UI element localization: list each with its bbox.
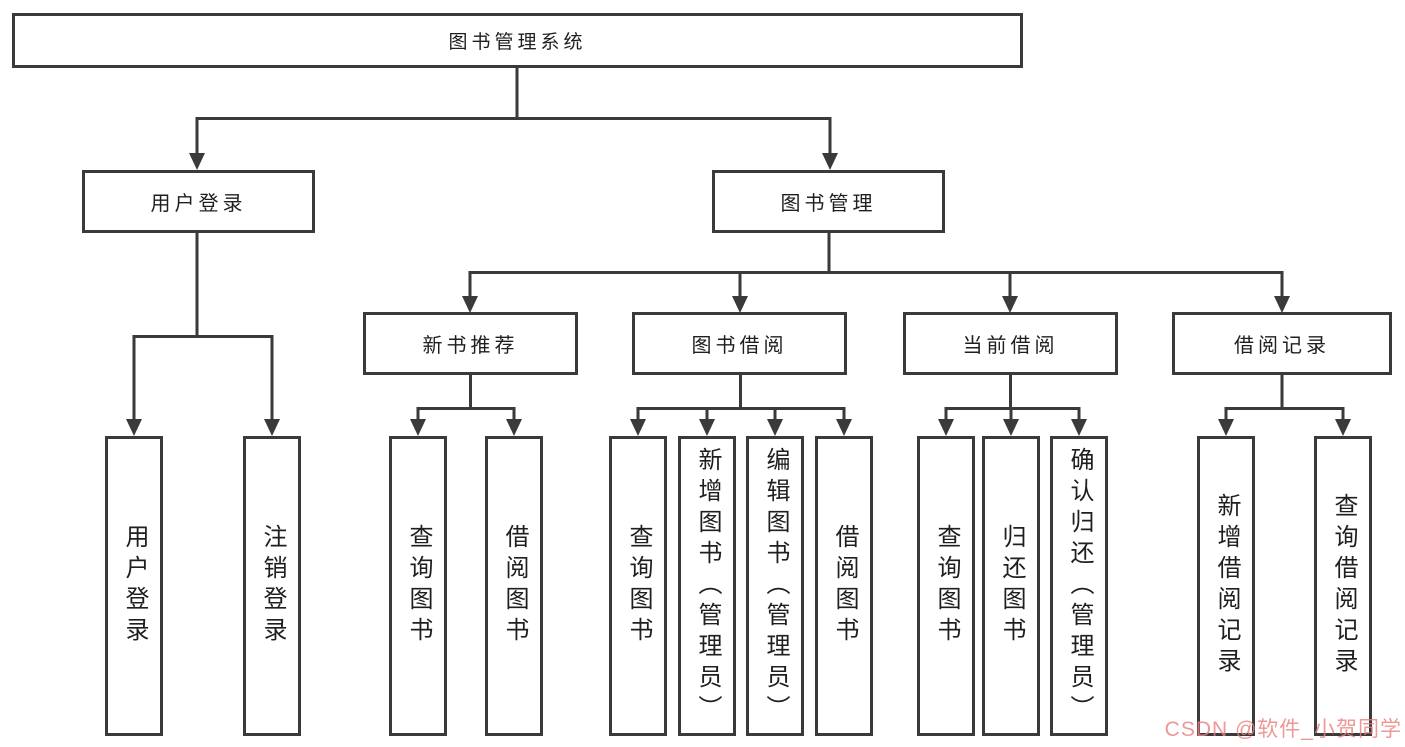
leaf-logout: 注销登录 [243,436,301,736]
leaf-label: 归还图书 [998,524,1025,648]
leaf-edit-book-admin: 编辑图书（管理员） [746,436,804,736]
node-label: 图书管理系统 [448,32,587,53]
node-library-management-system: 图书管理系统 [12,13,1023,68]
node-label: 新书推荐 [422,335,519,357]
leaf-label: 查询借阅记录 [1330,493,1357,679]
leaf-query-books-recommend: 查询图书 [389,436,447,736]
csdn-watermark: CSDN @软件_小贺同学 [1164,718,1402,741]
leaf-label: 查询图书 [625,524,652,648]
leaf-borrow-books-recommend: 借阅图书 [485,436,543,736]
leaf-label: 确认归还（管理员） [1066,446,1093,726]
leaf-label: 借阅图书 [831,524,858,648]
node-label: 用户登录 [150,193,247,215]
node-book-management: 图书管理 [712,170,945,233]
node-label: 图书借阅 [691,335,788,357]
leaf-label: 新增图书（管理员） [694,446,721,726]
leaf-label: 查询图书 [933,524,960,648]
leaf-query-books-current: 查询图书 [917,436,975,736]
leaf-label: 注销登录 [259,524,286,648]
leaf-label: 新增借阅记录 [1213,493,1240,679]
leaf-return-books: 归还图书 [982,436,1040,736]
node-current-borrowing: 当前借阅 [903,312,1118,375]
leaf-label: 用户登录 [121,524,148,648]
leaf-query-borrow-record: 查询借阅记录 [1314,436,1372,736]
leaf-label: 借阅图书 [501,524,528,648]
node-new-book-recommendation: 新书推荐 [363,312,578,375]
leaf-label: 查询图书 [405,524,432,648]
leaf-query-books-borrowing: 查询图书 [609,436,667,736]
node-label: 图书管理 [780,193,877,215]
node-user-login: 用户登录 [82,170,315,233]
node-label: 当前借阅 [962,335,1059,357]
node-book-borrowing: 图书借阅 [632,312,847,375]
leaf-label: 编辑图书（管理员） [762,446,789,726]
node-label: 借阅记录 [1234,335,1330,357]
leaf-confirm-return-admin: 确认归还（管理员） [1050,436,1108,736]
leaf-add-book-admin: 新增图书（管理员） [678,436,736,736]
leaf-user-login: 用户登录 [105,436,163,736]
node-borrowing-records: 借阅记录 [1172,312,1392,375]
leaf-borrow-books-borrowing: 借阅图书 [815,436,873,736]
leaf-add-borrow-record: 新增借阅记录 [1197,436,1255,736]
